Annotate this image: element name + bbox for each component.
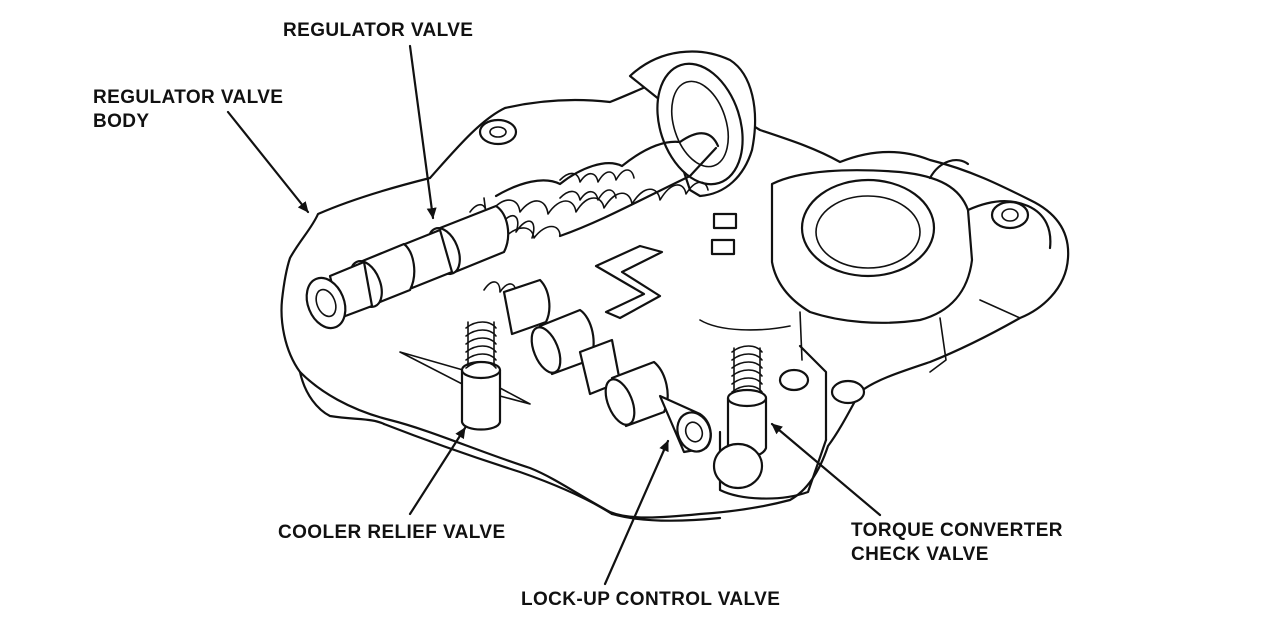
- arrow-lock-up-control-valve: [603, 439, 670, 586]
- cooler-relief-valve-label: COOLER RELIEF VALVE: [278, 522, 506, 543]
- regulator-outer-spring: [469, 132, 720, 245]
- regulator-valve-body-label: REGULATOR VALVE BODY: [93, 87, 284, 132]
- oil-passage: [399, 244, 791, 405]
- lock-up-control-valve-label: LOCK-UP CONTROL VALVE: [521, 589, 781, 610]
- arrow-cooler-relief-valve: [408, 426, 467, 516]
- pump-housing: [710, 159, 1052, 405]
- regulator-valve-assembly: [305, 132, 720, 330]
- leader-arrows: [226, 44, 882, 586]
- regulator-inner-spring: [559, 169, 635, 201]
- regulator-valve-label: REGULATOR VALVE: [283, 20, 474, 41]
- lock-up-control-valve-assembly: [483, 278, 712, 454]
- arrow-regulator-valve: [408, 44, 437, 220]
- torque-converter-check-valve-assembly: [712, 345, 768, 490]
- arrow-torque-converter-check-valve: [770, 422, 882, 517]
- arrow-regulator-valve-body: [226, 110, 310, 214]
- body-bosses: [478, 50, 757, 198]
- torque-converter-check-valve-label: TORQUE CONVERTER CHECK VALVE: [851, 520, 1063, 565]
- cooler-relief-valve-assembly: [460, 321, 502, 431]
- regulator-spool: [305, 204, 510, 330]
